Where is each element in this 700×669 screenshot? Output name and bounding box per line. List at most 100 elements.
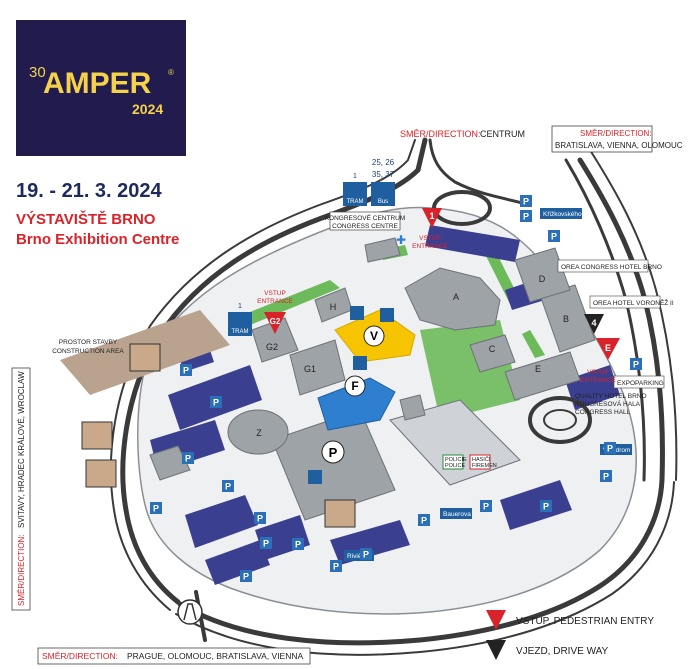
svg-text:E: E — [605, 343, 611, 353]
parking-icon[interactable] — [240, 570, 252, 582]
parking-icon[interactable] — [254, 512, 266, 524]
parking-icon-label: P — [185, 454, 191, 464]
svg-text:KONGRESOVÁ HALA: KONGRESOVÁ HALA — [575, 399, 641, 408]
parking-icon[interactable] — [630, 358, 642, 370]
parking-icon[interactable] — [150, 502, 162, 514]
svg-text:HASIČI: HASIČI — [472, 456, 491, 463]
legend-drive-icon — [486, 640, 506, 660]
svg-text:OREA CONGRESS HOTEL BRNO: OREA CONGRESS HOTEL BRNO — [561, 264, 662, 271]
svg-text:Z: Z — [256, 428, 262, 438]
hotel-labels: OREA CONGRESS HOTEL BRNO OREA HOTEL VORO… — [557, 259, 674, 416]
tram-icon — [343, 182, 367, 206]
pavilion-circles[interactable]: V F P — [321, 325, 385, 464]
parking-icon[interactable] — [540, 500, 552, 512]
parking-icon[interactable] — [520, 195, 532, 207]
venue-name-en: Brno Exhibition Centre — [16, 231, 180, 248]
svg-text:C: C — [489, 344, 496, 354]
logo-edition: 30 — [29, 64, 46, 81]
bus-icon — [371, 182, 395, 206]
parking-icon-label: P — [523, 197, 529, 207]
svg-text:4: 4 — [591, 318, 596, 328]
tram-icon — [228, 312, 252, 336]
tram-stop-top[interactable]: 1 TRAM — [343, 173, 367, 206]
svg-text:CONSTRUCTION AREA: CONSTRUCTION AREA — [52, 348, 124, 355]
svg-text:VSTUP: VSTUP — [587, 369, 609, 376]
parking-icon[interactable] — [548, 230, 560, 242]
parking-icon[interactable] — [330, 560, 342, 572]
parking-icon[interactable] — [222, 480, 234, 492]
legend: VSTUP, PEDESTRIAN ENTRY VJEZD, DRIVE WAY — [486, 610, 654, 660]
pavilion-f-marker — [344, 375, 366, 397]
parking-icon-label: P — [257, 514, 263, 524]
direction-west: SMĚR/DIRECTION: SVITAVY, HRADEC KRÁLOVÉ,… — [11, 367, 31, 611]
parking-icon[interactable] — [182, 452, 194, 464]
svg-text:1: 1 — [353, 173, 357, 180]
amper-logo: 30 AMPER ® 2024 — [16, 20, 186, 156]
parking-icon[interactable] — [180, 364, 192, 376]
pavilion-g1-shape — [289, 339, 346, 396]
parking-icon-label: P — [333, 562, 339, 572]
svg-text:KONGRESOVÉ CENTRUM: KONGRESOVÉ CENTRUM — [325, 213, 406, 222]
parking-icon-label: P — [295, 540, 301, 550]
svg-text:TRAM: TRAM — [232, 329, 249, 335]
svg-text:A: A — [453, 292, 459, 302]
pavilion-z-shape — [227, 409, 289, 455]
parking-icon[interactable] — [260, 537, 272, 549]
construction-area-label: PROSTOR STAVBY CONSTRUCTION AREA — [52, 339, 124, 355]
legend-pedestrian-icon — [486, 610, 506, 630]
parking-icon[interactable] — [418, 514, 430, 526]
svg-text:H: H — [330, 302, 337, 312]
parking-icon[interactable] — [210, 396, 222, 408]
entrance-e[interactable]: E VSTUP ENTRANCE — [580, 338, 620, 384]
svg-text:Bauerova: Bauerova — [443, 511, 471, 518]
svg-text:POLICE: POLICE — [445, 463, 466, 469]
svg-text:PRAGUE, OLOMOUC, BRATISLAVA, V: PRAGUE, OLOMOUC, BRATISLAVA, VIENNA — [127, 651, 304, 661]
svg-text:SMĚR/DIRECTION:: SMĚR/DIRECTION: — [42, 651, 118, 661]
svg-text:Velodrom: Velodrom — [603, 447, 630, 454]
first-aid-icon: ✚ — [396, 233, 406, 247]
svg-text:35, 37: 35, 37 — [372, 170, 395, 179]
parking-icon-label: P — [263, 539, 269, 549]
event-dates: 19. - 21. 3. 2024 — [16, 180, 162, 202]
svg-text:F: F — [351, 379, 358, 393]
highway-icon — [177, 599, 203, 625]
parking-icon-label: P — [633, 360, 639, 370]
svg-text:TRAM: TRAM — [347, 199, 364, 205]
direction-south: SMĚR/DIRECTION: PRAGUE, OLOMOUC, BRATISL… — [37, 647, 311, 665]
entrance-1[interactable]: 1 VSTUP ENTRANCE — [412, 208, 449, 250]
parking-icon-label: P — [243, 572, 249, 582]
parking-icon[interactable] — [604, 442, 616, 454]
svg-text:VSTUP, PEDESTRIAN ENTRY: VSTUP, PEDESTRIAN ENTRY — [516, 616, 654, 627]
svg-text:P: P — [329, 445, 338, 460]
parking-icon[interactable] — [520, 210, 532, 222]
svg-text:ENTRANCE: ENTRANCE — [412, 243, 448, 250]
construction-icon — [81, 421, 113, 450]
svg-text:Bus: Bus — [378, 199, 388, 205]
svg-text:1: 1 — [429, 211, 434, 221]
parking-icon[interactable] — [600, 470, 612, 482]
svg-text:D: D — [539, 274, 546, 284]
svg-text:ENTRANCE: ENTRANCE — [257, 298, 293, 305]
logo-year: 2024 — [132, 101, 164, 117]
tram-stop-left[interactable]: 1 TRAM — [228, 303, 252, 336]
bus-stop-top[interactable]: 25, 26 35, 37 Bus — [371, 158, 395, 206]
svg-text:EXPOPARKING: EXPOPARKING — [617, 380, 664, 387]
svg-text:BRATISLAVA, VIENNA, OLOMOUC: BRATISLAVA, VIENNA, OLOMOUC — [555, 141, 683, 150]
svg-text:VSTUP: VSTUP — [264, 290, 286, 297]
svg-text:Křižkovského: Křižkovského — [543, 211, 582, 218]
parking-icon[interactable] — [292, 538, 304, 550]
parking-icon[interactable] — [480, 500, 492, 512]
parking-icon[interactable] — [360, 548, 372, 560]
parking-icon-label: P — [607, 444, 613, 454]
svg-text:QUALITY HOTEL BRNO: QUALITY HOTEL BRNO — [575, 393, 647, 400]
svg-text:POLICIE: POLICIE — [445, 457, 467, 463]
pavilion-letters: A B C D E H G1 G2 Z — [256, 274, 569, 438]
pavilion-d-shape — [514, 247, 571, 303]
driveway-4[interactable]: 4 — [584, 314, 604, 334]
parking-icon-label: P — [225, 482, 231, 492]
construction-icon — [85, 459, 117, 488]
entrance-g2[interactable]: VSTUP ENTRANCE G2 — [257, 290, 294, 334]
svg-text:SMĚR/DIRECTION:: SMĚR/DIRECTION: — [17, 534, 26, 606]
